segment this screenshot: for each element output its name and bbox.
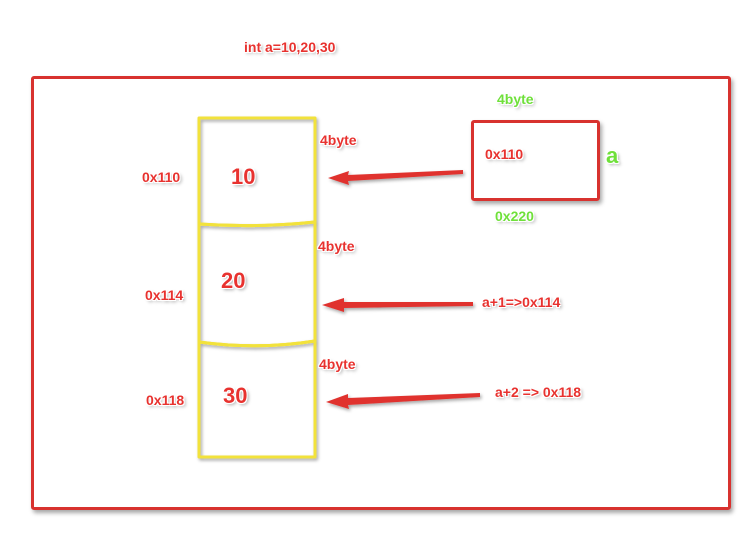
cell-address-3: 0x118 (146, 392, 185, 408)
cell-size-1: 4byte (320, 132, 357, 148)
cell-value-3: 30 (223, 383, 248, 408)
cell-address-1: 0x110 (142, 169, 181, 185)
diagram-title: int a=10,20,30 (244, 39, 336, 55)
pointer-box (471, 120, 600, 201)
cell-size-3: 4byte (319, 356, 356, 372)
arrow-a-plus-2 (326, 393, 480, 409)
pointer-name: a (606, 143, 619, 168)
annotation-a-plus-2: a+2 => 0x118 (495, 384, 582, 400)
memory-cell-2 (197, 220, 317, 348)
pointer-address: 0x220 (495, 208, 534, 224)
memory-cell-1 (197, 116, 317, 228)
annotation-a-plus-1: a+1=>0x114 (482, 294, 561, 310)
arrows (322, 170, 480, 409)
cell-value-2: 20 (221, 268, 246, 293)
memory-cell-3 (197, 339, 317, 459)
cell-value-1: 10 (231, 164, 256, 189)
pointer-value: 0x110 (485, 146, 524, 162)
cell-address-2: 0x114 (145, 287, 184, 303)
memory-cells (197, 116, 317, 459)
pointer-size: 4byte (497, 91, 534, 107)
cell-size-2: 4byte (318, 238, 355, 254)
memory-frame (31, 76, 731, 510)
arrow-a-plus-1 (322, 298, 473, 312)
arrow-pointer-to-cell-1 (328, 170, 463, 185)
